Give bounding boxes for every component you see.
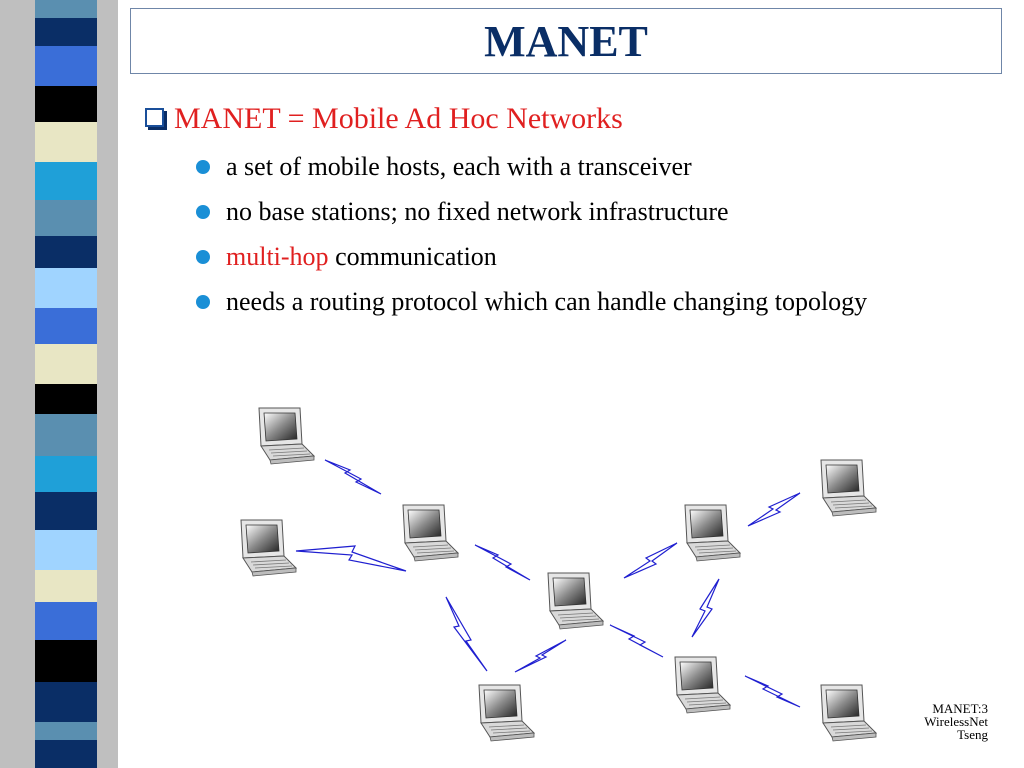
stripe-segment	[35, 384, 97, 414]
square-bullet-icon	[145, 107, 164, 127]
highlight-text: multi-hop	[226, 242, 329, 271]
stripe-segment	[35, 18, 97, 46]
stripe-segment	[35, 236, 97, 268]
footer-slide-number: MANET:3	[932, 701, 988, 716]
sub-bullet-text: no base stations; no fixed network infra…	[226, 197, 729, 226]
lightning-bolt-icon	[623, 542, 678, 579]
stripe-segment	[35, 86, 97, 122]
stripe-segment	[35, 268, 97, 308]
laptop-icon	[684, 504, 741, 562]
stripe-segment	[35, 162, 97, 200]
lightning-bolt-icon	[747, 492, 801, 527]
laptop-icon	[478, 684, 535, 742]
title-box: MANET	[130, 8, 1002, 74]
slide-title: MANET	[484, 17, 648, 66]
stripe-segment	[35, 344, 97, 384]
laptop-icon	[240, 519, 297, 577]
lightning-bolt-icon	[744, 675, 801, 708]
stripe-segment	[35, 456, 97, 492]
stripe-segment	[35, 682, 97, 722]
decorative-side-stripe	[0, 0, 118, 768]
lightning-bolt-icon	[691, 578, 720, 638]
slide-footer: MANET:3 WirelessNet Tseng	[924, 702, 988, 741]
stripe-segment	[35, 722, 97, 740]
laptop-icon	[820, 684, 877, 742]
sub-bullet: no base stations; no fixed network infra…	[196, 193, 916, 231]
laptop-icon	[402, 504, 459, 562]
lightning-bolt-icon	[609, 624, 664, 658]
stripe-segment	[35, 200, 97, 236]
sub-bullet-text: a set of mobile hosts, each with a trans…	[226, 152, 692, 181]
stripe-segment	[35, 122, 97, 162]
lightning-bolt-icon	[474, 544, 531, 581]
stripe-segment	[35, 602, 97, 640]
stripe-segment	[35, 0, 97, 18]
footer-course: WirelessNet	[924, 714, 988, 729]
round-bullet-icon	[196, 205, 210, 219]
round-bullet-icon	[196, 160, 210, 174]
stripe-segment	[35, 740, 97, 768]
lightning-bolt-icon	[324, 459, 382, 495]
sub-bullet-text: needs a routing protocol which can handl…	[226, 287, 868, 316]
sub-bullet: needs a routing protocol which can handl…	[196, 283, 896, 321]
sub-bullet-text: communication	[328, 242, 497, 271]
laptop-icon	[258, 407, 315, 465]
lightning-bolt-icon	[514, 639, 567, 673]
stripe-segment	[35, 492, 97, 530]
round-bullet-icon	[196, 295, 210, 309]
stripe-segment	[35, 308, 97, 344]
laptop-icon	[547, 572, 604, 630]
stripe-segment	[35, 46, 97, 86]
stripe-bar	[35, 0, 97, 768]
sub-bullet: multi-hop communication	[196, 238, 916, 276]
lightning-bolt-icon	[295, 545, 407, 572]
main-bullet-text: MANET = Mobile Ad Hoc Networks	[174, 102, 623, 135]
laptop-icon	[820, 459, 877, 517]
round-bullet-icon	[196, 250, 210, 264]
stripe-segment	[35, 640, 97, 682]
stripe-segment	[35, 570, 97, 602]
laptop-icon	[674, 656, 731, 714]
sub-bullet: a set of mobile hosts, each with a trans…	[196, 148, 916, 186]
stripe-segment	[35, 414, 97, 456]
main-bullet: MANET = Mobile Ad Hoc Networks	[145, 102, 623, 136]
stripe-segment	[35, 530, 97, 570]
lightning-bolt-icon	[445, 596, 488, 672]
footer-author: Tseng	[957, 727, 988, 742]
